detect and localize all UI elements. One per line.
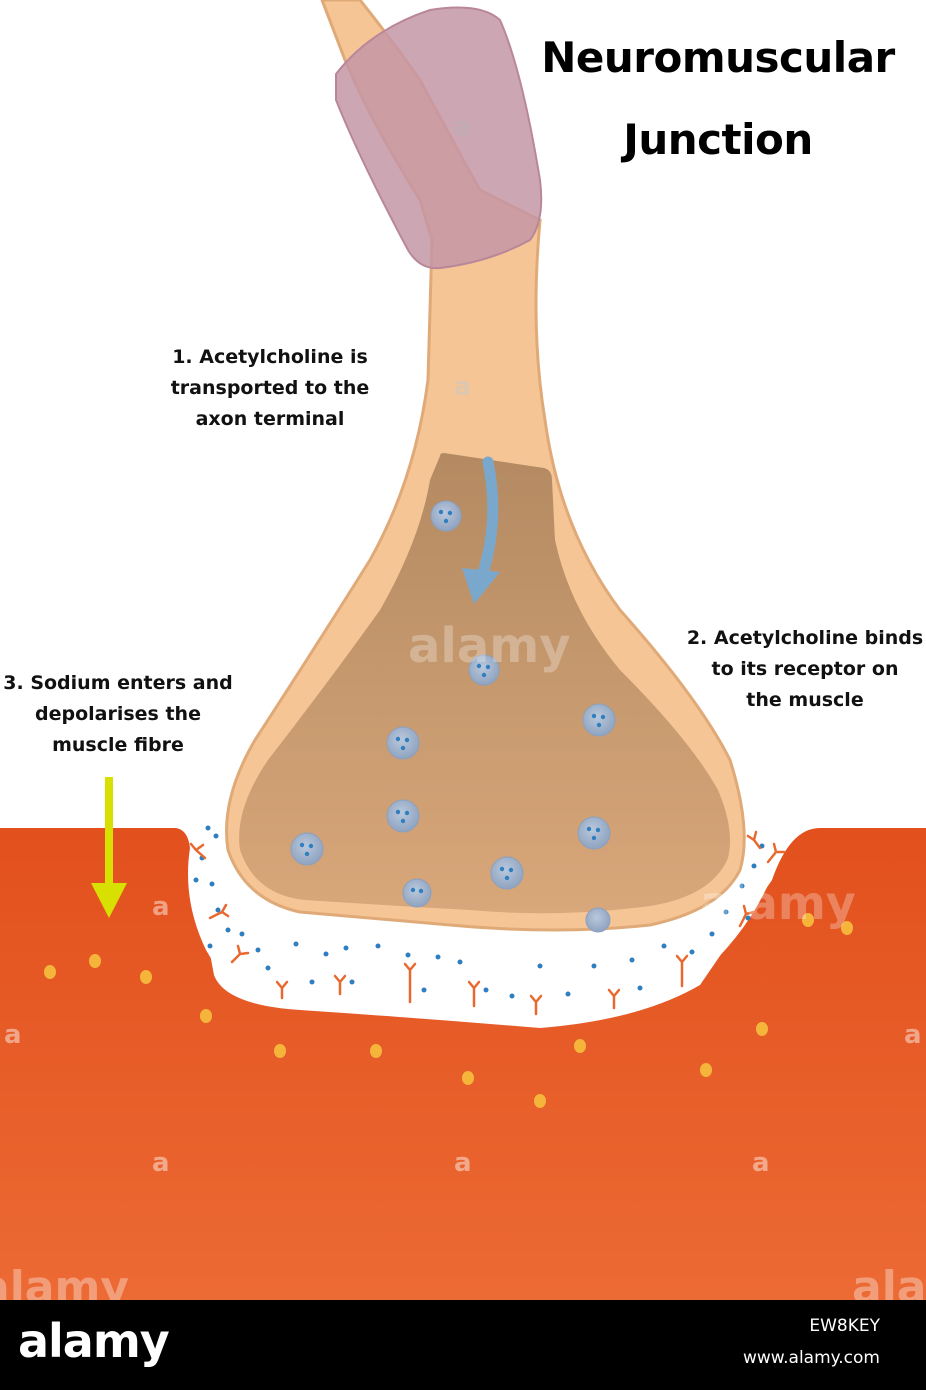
label-step-1-line: transported to the: [170, 377, 370, 399]
receptor: [766, 842, 786, 864]
label-step-2-line: to its receptor on: [711, 658, 899, 680]
synaptic-cleft: [188, 840, 772, 1020]
receptor: [529, 994, 543, 1016]
receptor: [208, 903, 230, 920]
label-step-1-line: axon terminal: [195, 408, 345, 430]
label-step-3-line: depolarises the: [35, 703, 201, 725]
footer-image-id: EW8KEY: [809, 1316, 880, 1336]
receptor: [738, 904, 756, 928]
footer-url: www.alamy.com: [742, 1348, 880, 1368]
vesicle: [290, 832, 324, 866]
label-step-2-line: the muscle: [746, 689, 864, 711]
label-step-1-line: 1. Acetylcholine is: [172, 346, 368, 368]
label-step-1: 1. Acetylcholine is transported to the a…: [140, 342, 400, 435]
receptor: [467, 980, 481, 1008]
vesicle: [468, 654, 500, 686]
sodium-arrowhead: [91, 883, 127, 918]
vesicle: [585, 907, 611, 933]
receptor: [333, 974, 347, 996]
vesicle: [577, 816, 611, 850]
label-step-3: 3. Sodium enters and depolarises the mus…: [0, 668, 236, 761]
vesicle: [402, 878, 432, 908]
vesicle: [490, 856, 524, 890]
page-title: Neuromuscular: [541, 33, 895, 82]
label-step-3-line: 3. Sodium enters and: [3, 672, 233, 694]
sodium-ions: [44, 913, 853, 1108]
vesicles: [290, 500, 616, 933]
page-title-line-2: Junction: [623, 115, 813, 164]
transport-arrowhead: [462, 568, 500, 604]
receptor: [746, 830, 762, 850]
receptor: [403, 962, 417, 1004]
label-step-3-line: muscle fibre: [52, 734, 184, 756]
vesicle: [386, 799, 420, 833]
myelin-sheath: [335, 6, 543, 270]
diagram-canvas: Neuromuscular Junction 1. Acetylcholine …: [0, 0, 926, 1300]
transport-arrow: [476, 456, 499, 582]
vesicle: [430, 500, 462, 532]
label-step-2: 2. Acetylcholine binds to its receptor o…: [676, 623, 926, 716]
receptors: [189, 830, 786, 1016]
receptor: [675, 954, 689, 988]
muscle-fibre: [0, 828, 926, 1300]
footer-logo: alamy: [18, 1314, 170, 1368]
receptor: [230, 944, 250, 964]
receptor: [189, 842, 207, 860]
vesicle: [582, 703, 616, 737]
footer-bar: alamy EW8KEY www.alamy.com: [0, 1300, 926, 1390]
receptor: [275, 980, 289, 1000]
label-step-2-line: 2. Acetylcholine binds: [686, 627, 924, 649]
neuromuscular-junction-illustration: [0, 0, 926, 1300]
receptor: [607, 988, 621, 1010]
vesicle: [386, 726, 420, 760]
